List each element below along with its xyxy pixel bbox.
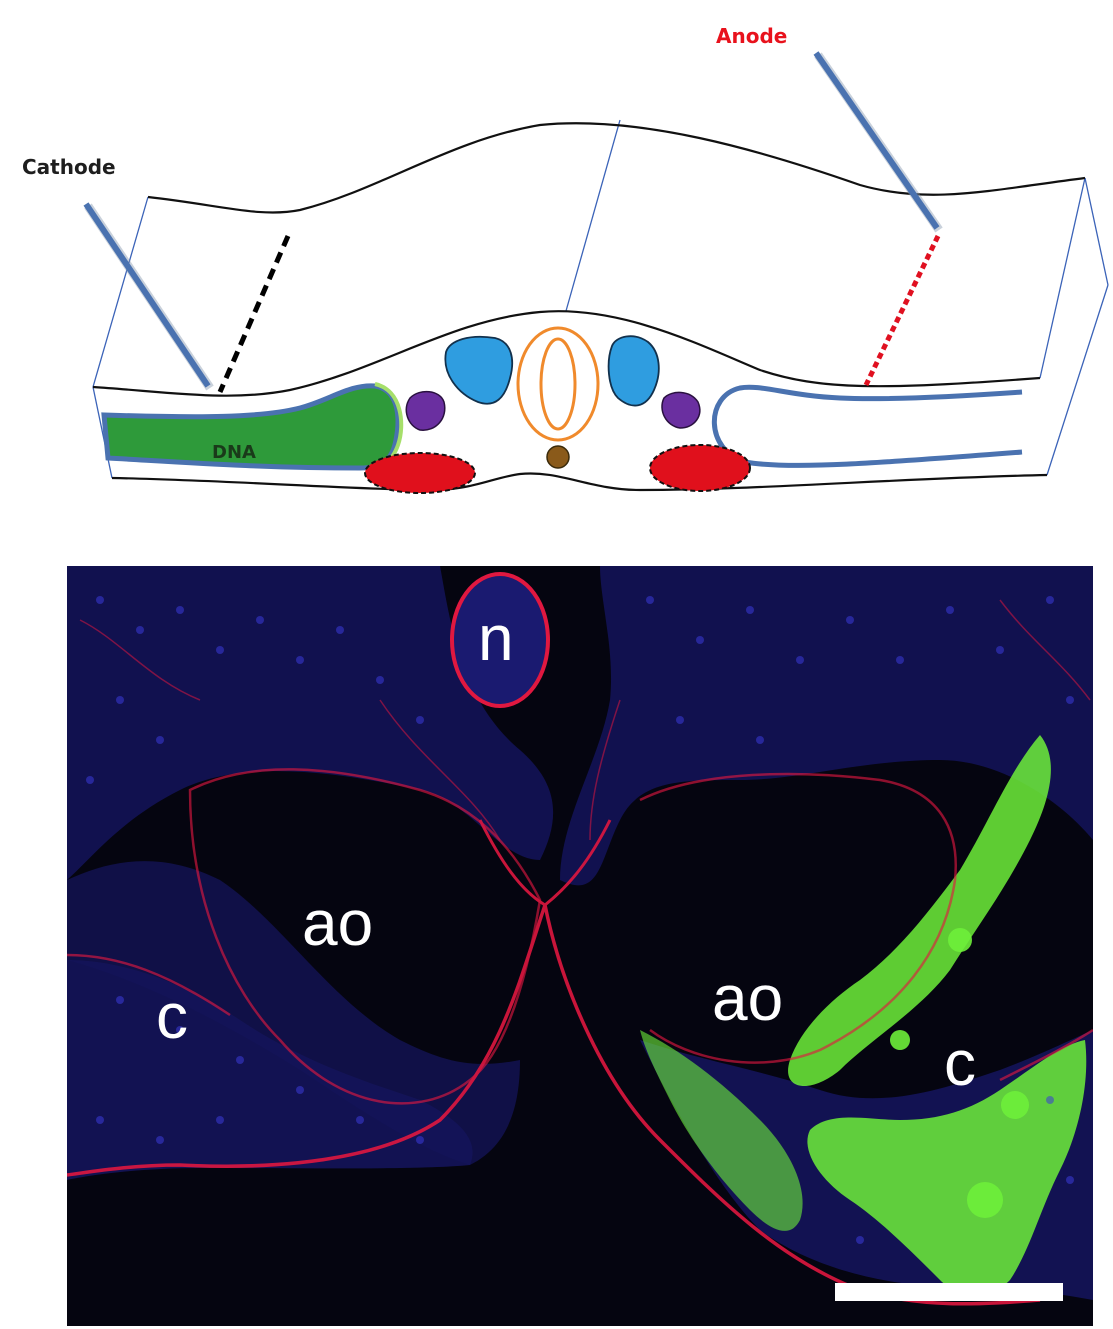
slab-top-surface [147,122,1086,214]
embryo-schematic: DNA Cathode Anode [22,24,1109,494]
anode-electrode-core [813,51,940,230]
cathode-electrode-core [83,202,211,388]
nuclei-speckles [86,596,1074,1244]
cathode-label: Cathode [22,155,116,179]
label-n: n [478,602,514,674]
dna-region [101,383,401,471]
right-lumen-outline [711,384,1023,468]
micrograph: n ao ao c c [67,566,1093,1326]
mesonephros-left [405,390,446,431]
label-c-right: c [944,1027,976,1099]
anode-label: Anode [716,24,787,48]
neural-tube-section [450,572,550,708]
aorta-right [649,444,751,492]
tissue-regions [67,566,1093,1300]
embryo-dorsal-surface [92,310,1041,397]
gfp-signal [640,735,1087,1295]
label-ao-left: ao [302,887,373,959]
dna-label: DNA [212,442,256,463]
cathode-field-line [217,235,291,393]
somite-left [444,335,514,405]
label-c-left: c [156,980,188,1052]
embryo-ventral-surface [111,472,1048,492]
neural-tube-inner [539,337,577,431]
anode-field-line [863,234,941,387]
label-ao-right: ao [712,962,783,1034]
aorta-left [364,452,476,494]
membrane-outlines [67,599,1093,1306]
neural-tube-outer [516,326,600,442]
somite-right [607,335,660,407]
scale-bar [835,1283,1063,1301]
slab-edges [92,119,1109,479]
mesonephros-right [661,391,701,429]
notochord [546,445,570,469]
